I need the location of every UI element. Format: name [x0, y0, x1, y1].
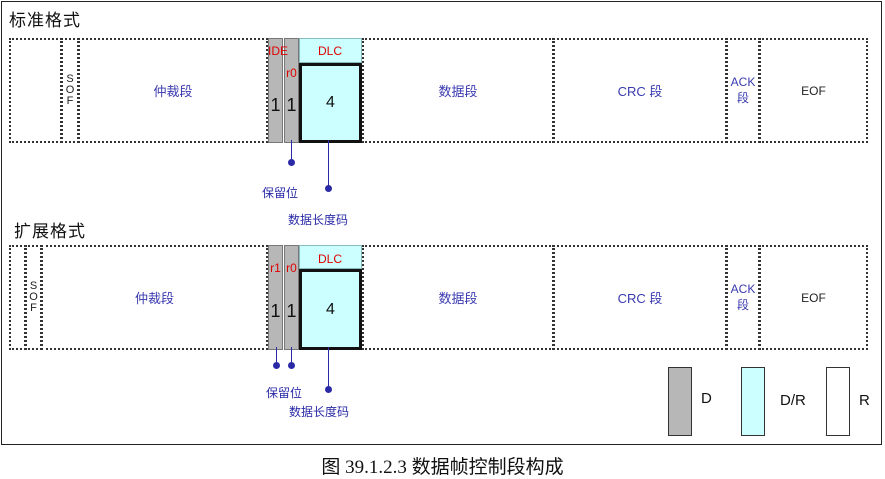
dlc-leader-dot	[325, 386, 332, 393]
ack-label: 段	[736, 91, 749, 105]
ack-label: 段	[736, 298, 749, 312]
extended-dlc-label: DLC	[317, 252, 342, 266]
reserved-leader-dot	[288, 159, 295, 166]
sof-letter: O	[29, 291, 38, 303]
legend-recessive-swatch	[826, 367, 850, 436]
legend-recessive-label: R	[859, 392, 870, 409]
standard-data-field: 数据段	[362, 38, 554, 143]
reserved-leader-line	[276, 347, 277, 365]
extended-reserved-note: 保留位	[266, 386, 303, 400]
extended-sof-field: S O F	[25, 245, 42, 350]
reserved-leader-line	[291, 140, 292, 162]
extended-r1-bit	[268, 245, 283, 350]
standard-idle-field	[9, 38, 62, 143]
standard-r0-value: 1	[286, 94, 297, 115]
standard-dlc-label: DLC	[317, 44, 342, 58]
standard-ide-value: 1	[270, 94, 281, 115]
extended-data-field: 数据段	[362, 245, 554, 350]
extended-r1-value: 1	[270, 300, 281, 321]
standard-dlc-note: 数据长度码	[288, 213, 349, 227]
standard-arbitration-field: 仲裁段	[78, 38, 268, 143]
sof-letter: F	[30, 302, 37, 314]
reserved-leader-line	[291, 347, 292, 365]
standard-ack-field: ACK 段	[726, 38, 760, 143]
extended-r1-label: r1	[270, 261, 281, 275]
extended-crc-field: CRC 段	[553, 245, 727, 350]
sof-letter: F	[66, 95, 74, 107]
standard-dlc-header	[299, 38, 362, 63]
sof-letter: S	[66, 73, 74, 85]
extended-dlc-value: 4	[299, 269, 362, 350]
ack-label: ACK	[730, 282, 756, 296]
standard-sof-field: S O F	[61, 38, 79, 143]
extended-eof-field: EOF	[759, 245, 868, 350]
legend-dominant-swatch	[668, 367, 692, 436]
extended-ack-field: ACK 段	[726, 245, 760, 350]
standard-eof-field: EOF	[759, 38, 868, 143]
standard-format-title: 标准格式	[9, 11, 81, 30]
extended-idle-field	[9, 245, 26, 350]
dlc-leader-line	[328, 140, 329, 188]
legend-dominant-label: D	[701, 390, 712, 407]
standard-ide-label: IDE	[267, 44, 288, 58]
standard-ide-bit	[268, 38, 283, 143]
standard-reserved-note: 保留位	[262, 186, 299, 200]
extended-r0-value: 1	[286, 300, 297, 321]
figure-caption: 图 39.1.2.3 数据帧控制段构成	[321, 457, 564, 478]
figure-frame	[1, 1, 882, 445]
sof-letter: S	[29, 280, 38, 292]
reserved-leader-dot	[273, 362, 280, 369]
extended-dlc-header	[299, 245, 362, 269]
extended-format-title: 扩展格式	[14, 222, 86, 241]
reserved-leader-dot	[288, 362, 295, 369]
extended-arbitration-field: 仲裁段	[41, 245, 268, 350]
legend-dominant-recessive-label: D/R	[780, 392, 806, 409]
dlc-leader-dot	[325, 185, 332, 192]
legend-dominant-recessive-swatch	[741, 367, 765, 436]
sof-letter: O	[65, 84, 75, 96]
extended-r0-label: r0	[286, 261, 297, 275]
ack-label: ACK	[730, 75, 756, 89]
standard-dlc-value: 4	[299, 63, 362, 143]
extended-dlc-note: 数据长度码	[289, 405, 350, 419]
standard-r0-label: r0	[286, 66, 297, 80]
dlc-leader-line	[328, 347, 329, 389]
standard-crc-field: CRC 段	[553, 38, 727, 143]
